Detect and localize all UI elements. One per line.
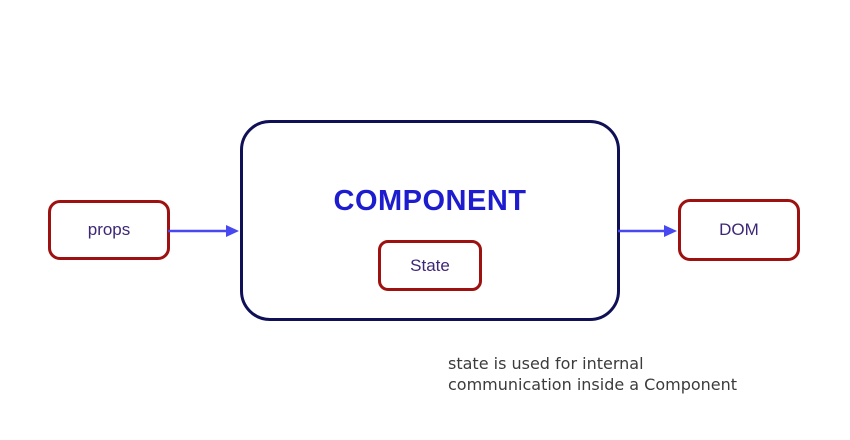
caption: state is used for internal communication… bbox=[448, 353, 737, 395]
node-dom-label: DOM bbox=[719, 220, 759, 239]
caption-line-1: state is used for internal bbox=[448, 354, 644, 373]
node-props: props bbox=[48, 200, 170, 260]
node-state-label: State bbox=[410, 255, 450, 275]
node-dom: DOM bbox=[678, 199, 800, 261]
node-state: State bbox=[378, 240, 482, 291]
component-box: COMPONENT State bbox=[240, 120, 620, 321]
node-props-label: props bbox=[87, 220, 131, 239]
component-title: COMPONENT bbox=[333, 185, 527, 217]
arrow-right-icon bbox=[168, 225, 239, 237]
arrow-right-icon bbox=[618, 225, 677, 237]
caption-line-2: communication inside a Component bbox=[448, 375, 738, 394]
